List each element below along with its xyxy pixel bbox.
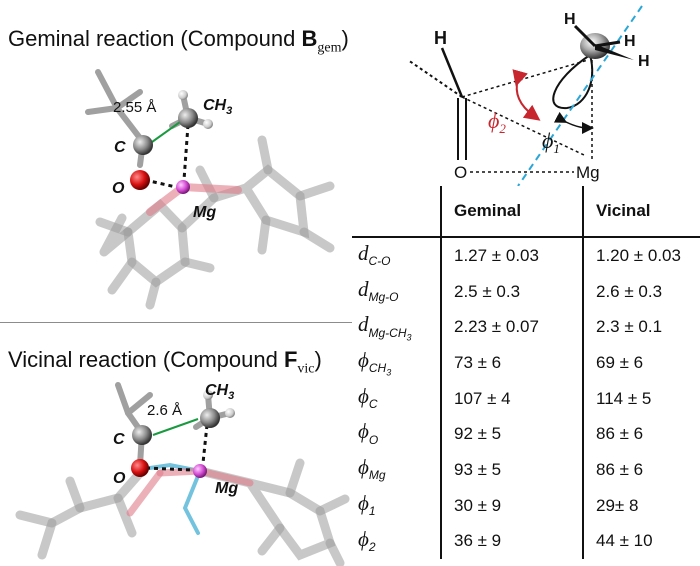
methyl-h3-label: H	[638, 53, 650, 70]
header-geminal: Geminal	[440, 186, 583, 238]
angle-schematic: H H H H O Mg ϕ2 ϕ1	[407, 5, 650, 186]
vicinal-coordination	[145, 424, 209, 472]
carbonyl-back-bond	[407, 59, 463, 98]
row-symbol: dMg-O	[358, 276, 399, 304]
row-symbol: ϕCH3	[358, 348, 392, 378]
geminal-mg-label: Mg	[193, 204, 216, 221]
vicinal-value: 114 ± 5	[582, 380, 700, 417]
schematic-mg-label: Mg	[576, 163, 600, 182]
geminal-value: 2.23 ± 0.07	[440, 309, 583, 346]
vicinal-molecule: 2.6 Å CH3 C O Mg	[15, 382, 350, 566]
geminal-mg-atom	[176, 180, 190, 194]
row-symbol: ϕMg	[358, 455, 386, 483]
c-mg-dotted-line	[461, 96, 585, 156]
geminal-distance-label: 2.55 Å	[113, 99, 156, 116]
phi1-label: ϕ1	[542, 128, 560, 156]
geminal-value: 2.5 ± 0.3	[440, 273, 583, 310]
geminal-value: 36 ± 9	[440, 523, 583, 560]
row-symbol: ϕC	[358, 383, 378, 411]
geminal-ligands	[95, 135, 335, 310]
row-symbol: dMg-CH3	[358, 312, 412, 342]
geminal-value: 1.27 ± 0.03	[440, 237, 583, 274]
header-vicinal: Vicinal	[582, 186, 700, 238]
geminal-distance-line	[151, 121, 181, 143]
geminal-o-label: O	[112, 180, 125, 197]
vicinal-value: 1.20 ± 0.03	[582, 237, 700, 274]
phi2-label: ϕ2	[488, 108, 506, 136]
vicinal-ligands	[15, 458, 350, 566]
vicinal-value: 86 ± 6	[582, 416, 700, 453]
orbital-lobe	[552, 53, 594, 110]
row-symbol: dC-O	[358, 241, 391, 269]
vicinal-distance-label: 2.6 Å	[147, 402, 182, 419]
vicinal-distance-line	[152, 418, 199, 436]
geminal-value: 73 ± 6	[440, 345, 583, 381]
geminal-oxygen-atom	[130, 170, 150, 190]
vicinal-oxygen-atom	[131, 459, 149, 477]
orbital-axis	[517, 5, 643, 186]
vicinal-c-label: C	[113, 431, 125, 448]
geminal-value: 30 ± 9	[440, 487, 583, 524]
geminal-value: 93 ± 5	[440, 452, 583, 488]
vicinal-ch3-label: CH3	[205, 382, 234, 402]
vicinal-value: 2.6 ± 0.3	[582, 273, 700, 310]
methyl-h3-wedge	[595, 44, 634, 60]
vicinal-value: 2.3 ± 0.1	[582, 309, 700, 346]
row-symbol: ϕO	[358, 419, 379, 447]
geminal-methyl-atom	[178, 108, 198, 128]
methyl-h1-label: H	[564, 11, 576, 28]
geminal-carbon-atom	[133, 135, 153, 155]
methyl-h1-bond	[573, 24, 597, 48]
vicinal-value: 29± 8	[582, 487, 700, 524]
carbonyl-h-label: H	[434, 28, 447, 48]
geminal-molecule: 2.55 Å CH3 C O Mg	[85, 69, 335, 310]
geminal-ch3-label: CH3	[203, 97, 232, 117]
phi2-arc	[512, 69, 541, 121]
carbonyl-h-bond	[440, 47, 464, 98]
geminal-coordination	[144, 124, 190, 189]
vicinal-panel: Vicinal reaction (Compound Fvic)	[0, 323, 352, 566]
vicinal-methyl-atom	[200, 408, 220, 428]
geminal-c-label: C	[114, 139, 126, 156]
c-c-dotted-line	[461, 59, 589, 98]
phi1-arc	[553, 111, 594, 134]
geminal-value: 107 ± 4	[440, 380, 583, 417]
geminal-title: Geminal reaction (Compound Bgem)	[8, 26, 349, 56]
vicinal-carbon-atom	[132, 425, 152, 445]
row-symbol: ϕ1	[358, 490, 376, 519]
panel-divider	[0, 322, 352, 323]
vicinal-value: 69 ± 6	[582, 345, 700, 381]
vicinal-mg-label: Mg	[215, 480, 238, 497]
geminal-panel: Geminal reaction (Compound Bgem)	[0, 0, 352, 322]
vicinal-value: 86 ± 6	[582, 452, 700, 488]
row-symbol: ϕ2	[358, 526, 376, 554]
vicinal-value: 44 ± 10	[582, 523, 700, 560]
methyl-h2-bond	[594, 40, 621, 48]
methyl-h2-label: H	[624, 33, 636, 50]
vicinal-title: Vicinal reaction (Compound Fvic)	[8, 347, 322, 377]
vicinal-o-label: O	[113, 470, 126, 487]
vicinal-mg-atom	[193, 464, 207, 478]
geminal-value: 92 ± 5	[440, 416, 583, 453]
schematic-o-label: O	[454, 163, 467, 182]
